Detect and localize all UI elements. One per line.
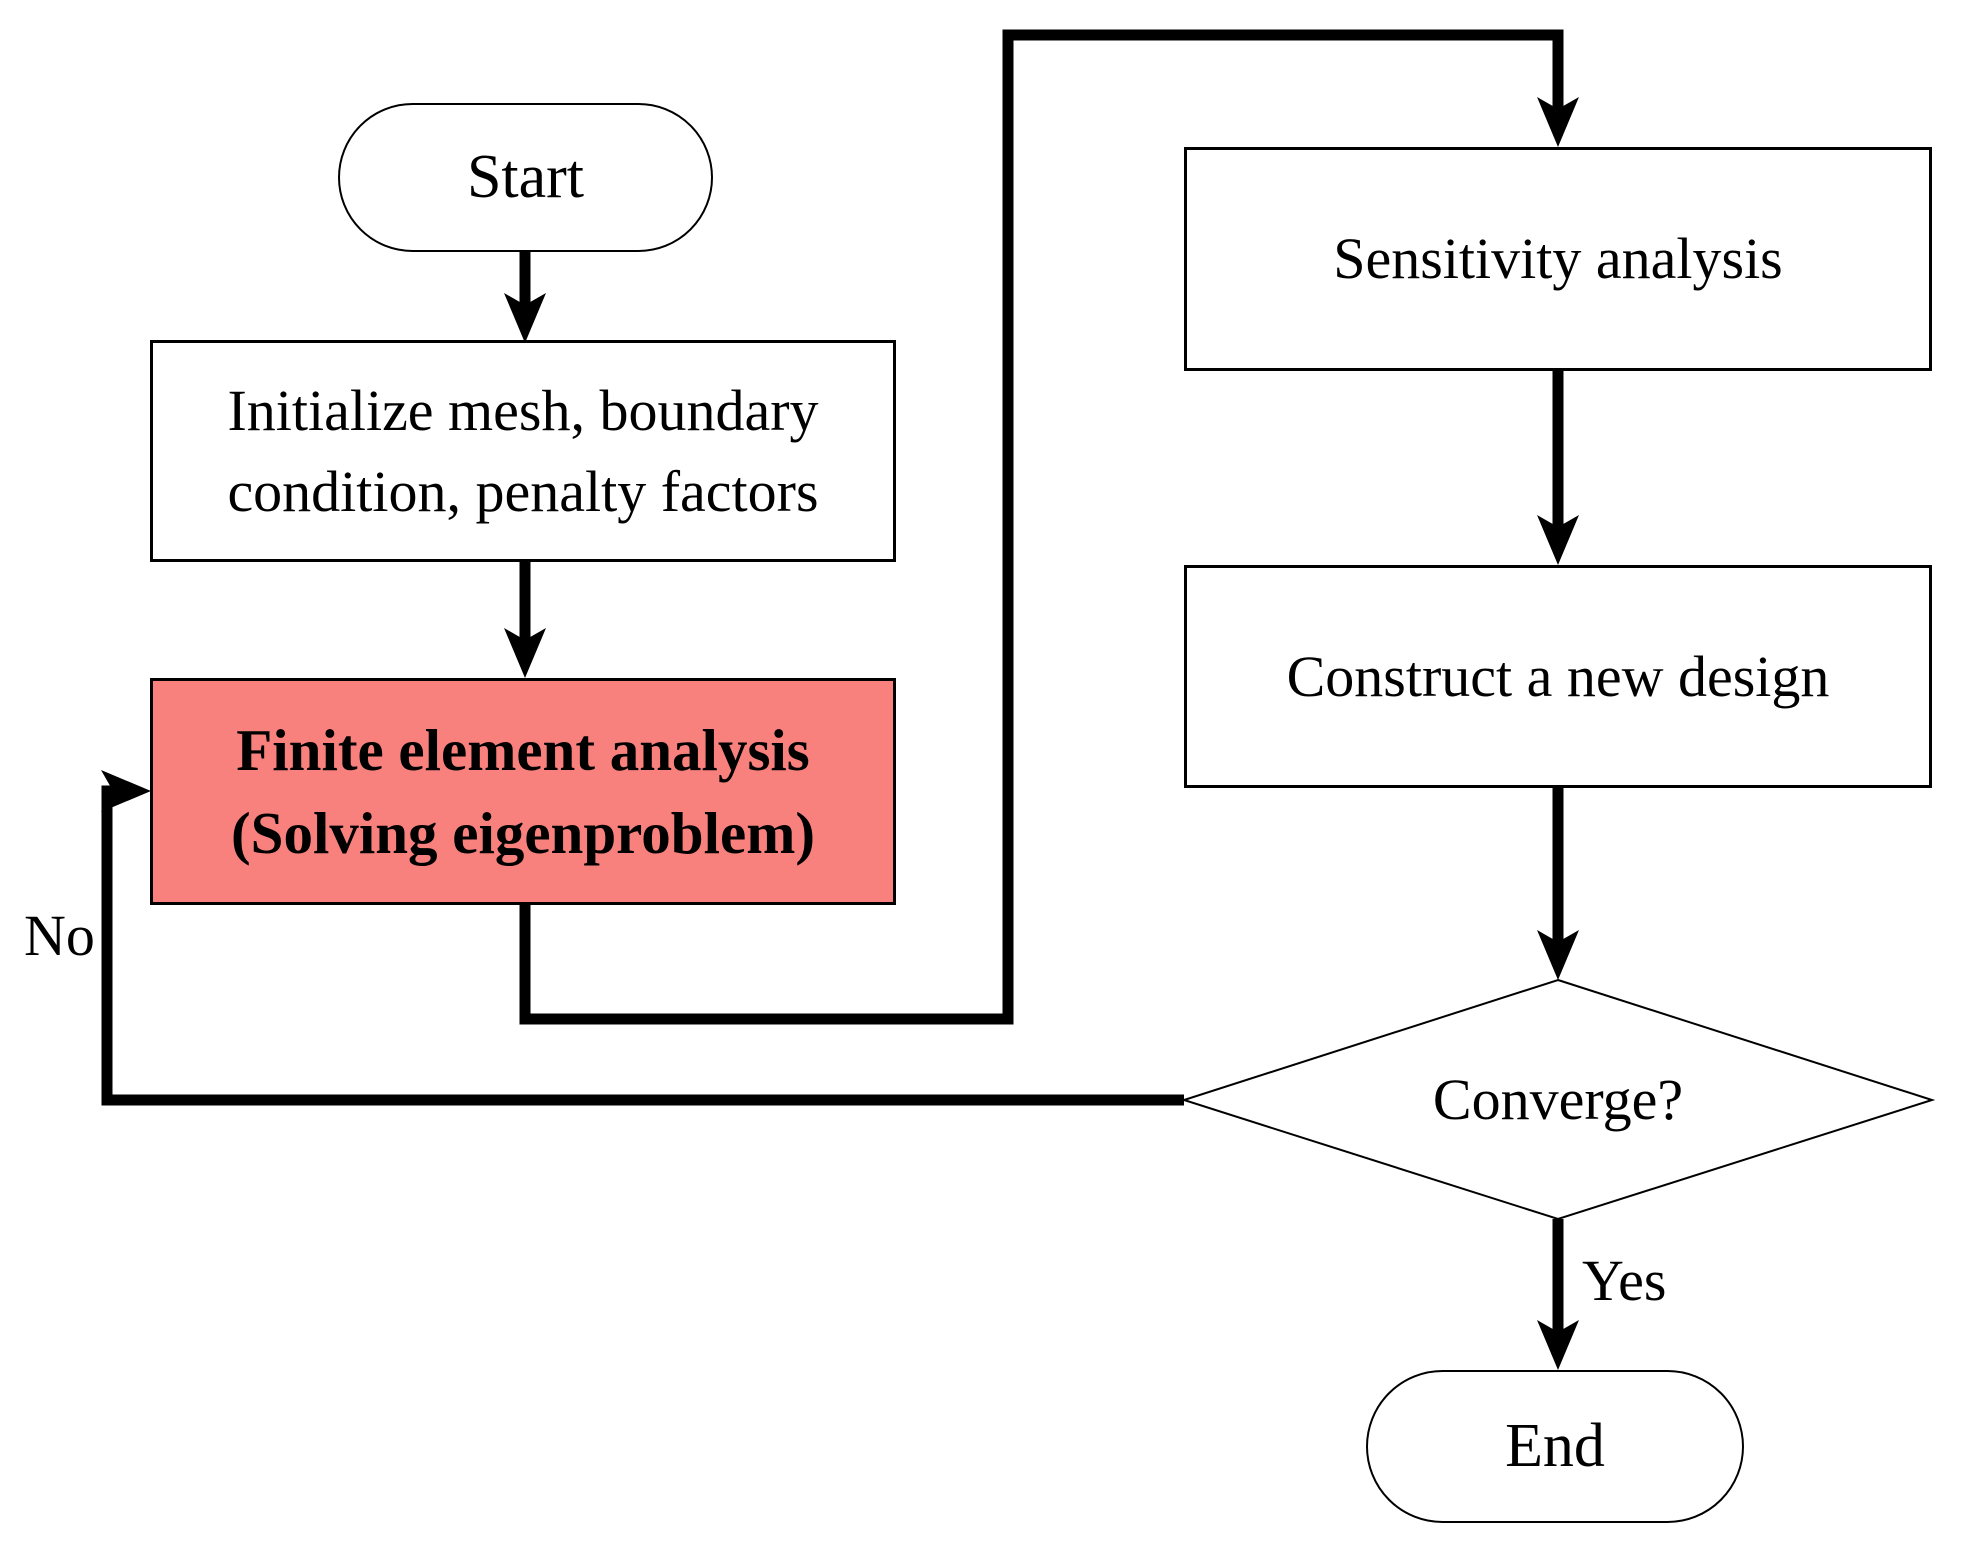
initialize-node-label-line1: Initialize mesh, boundary (227, 377, 819, 443)
edge-start-to-initialize-arrowhead (504, 293, 546, 343)
edge-converge-to-fea-no-loop-arrowhead (101, 770, 151, 812)
edge-sensitivity-to-construct-arrowhead (1537, 515, 1579, 565)
sensitivity-analysis-node: Sensitivity analysis (1184, 147, 1932, 371)
edge-construct-to-converge-arrowhead (1537, 930, 1579, 980)
finite-element-analysis-node: Finite element analysis (Solving eigenpr… (150, 678, 896, 905)
fea-node-label-line1: Finite element analysis (236, 716, 810, 783)
construct-new-design-node: Construct a new design (1184, 565, 1932, 788)
fea-node-label: Finite element analysis (Solving eigenpr… (231, 709, 815, 874)
construct-node-label: Construct a new design (1286, 643, 1830, 709)
edge-fea-to-sensitivity-arrowhead (1537, 97, 1579, 147)
no-edge-label: No (24, 903, 95, 968)
fea-node-label-line2: (Solving eigenproblem) (230, 799, 815, 866)
start-node-label: Start (466, 143, 585, 211)
edge-converge-to-fea-no-loop-line (101, 785, 1184, 1106)
end-node-label: End (1505, 1412, 1605, 1480)
edge-fea-to-sensitivity-line (519, 29, 1564, 1025)
edge-converge-to-end-arrowhead (1537, 1320, 1579, 1370)
end-node: End (1366, 1370, 1744, 1523)
start-node: Start (338, 103, 713, 252)
converge-decision-diamond (1180, 978, 1936, 1221)
initialize-node-label: Initialize mesh, boundary condition, pen… (227, 370, 818, 532)
sensitivity-node-label: Sensitivity analysis (1333, 226, 1783, 292)
initialize-node-label-line2: condition, penalty factors (227, 459, 819, 524)
converge-node-label: Converge? (1432, 1067, 1684, 1132)
converge-decision-node: Converge? (1184, 980, 1932, 1219)
initialize-node: Initialize mesh, boundary condition, pen… (150, 340, 896, 562)
edge-initialize-to-fea-arrowhead (504, 628, 546, 678)
yes-edge-label: Yes (1582, 1248, 1667, 1313)
